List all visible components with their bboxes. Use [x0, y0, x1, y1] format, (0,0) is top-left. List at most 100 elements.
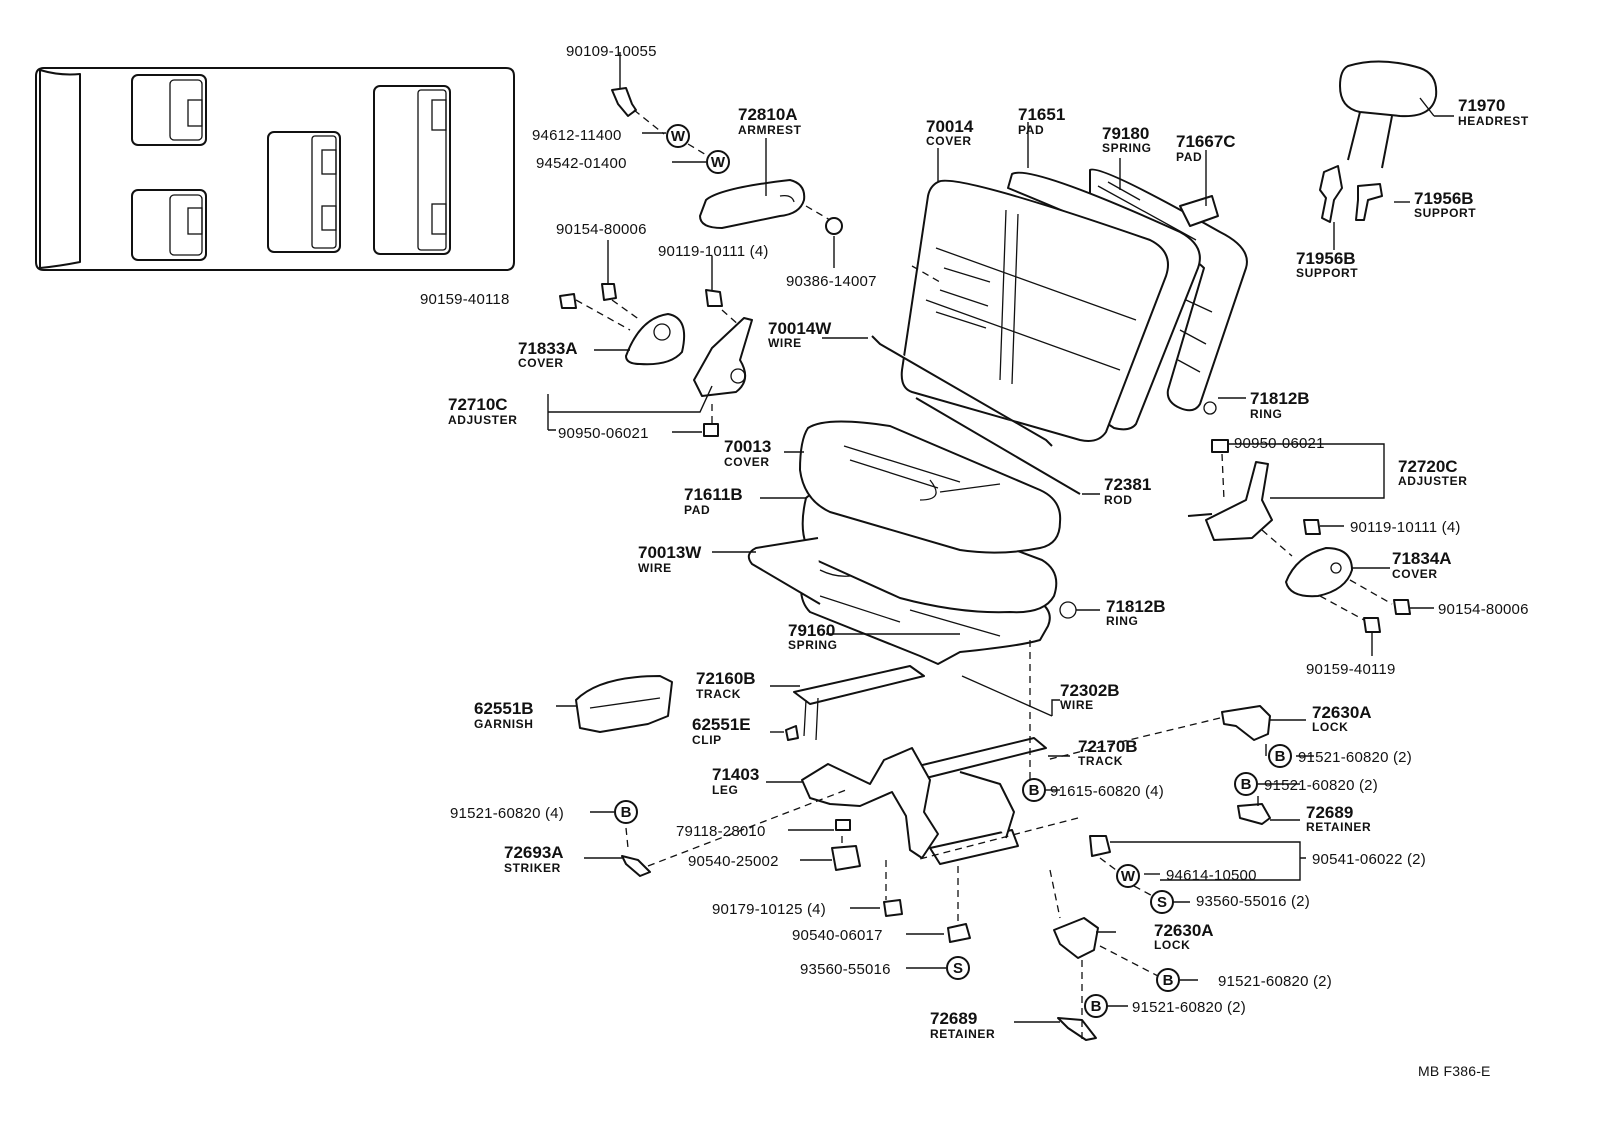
- label-72720C: 72720C: [1398, 457, 1458, 476]
- label-wire-70014W: WIRE: [768, 336, 802, 350]
- label-retainer-upper: RETAINER: [1306, 820, 1371, 834]
- front-seat-left: [131, 74, 207, 146]
- label-71834A: 71834A: [1392, 549, 1452, 568]
- label-71812B-lower: 71812B: [1106, 597, 1166, 616]
- label-90950-06021-left: 90950-06021: [558, 425, 649, 442]
- label-72693A: 72693A: [504, 843, 564, 862]
- label-striker: STRIKER: [504, 861, 561, 875]
- wire-70014W: [871, 335, 1053, 447]
- leg-71403: [801, 747, 1019, 865]
- lock-72630A-upper: [1221, 705, 1271, 741]
- label-62551B: 62551B: [474, 699, 534, 718]
- label-91521-60820-a: 91521-60820 (2): [1298, 749, 1412, 766]
- adjuster-72710C: [693, 317, 753, 397]
- label-72710C: 72710C: [448, 395, 508, 414]
- label-lock-lower: LOCK: [1154, 938, 1190, 952]
- label-70013W: 70013W: [638, 543, 702, 562]
- striker-72693A: [621, 855, 651, 877]
- label-90540-25002: 90540-25002: [688, 853, 779, 870]
- label-90109-10055: 90109-10055: [566, 43, 657, 60]
- screw-90154a: [601, 283, 617, 301]
- lock-72630A-lower: [1053, 917, 1099, 959]
- label-headrest: HEADREST: [1458, 114, 1529, 128]
- label-94614-10500: 94614-10500: [1166, 867, 1257, 884]
- label-leg: LEG: [712, 783, 738, 797]
- bolt-90109: [611, 87, 637, 117]
- label-rod-72381: ROD: [1104, 493, 1132, 507]
- label-71956B-right: 71956B: [1414, 189, 1474, 208]
- retainer-72689-upper: [1237, 803, 1271, 825]
- label-72689-upper: 72689: [1306, 803, 1353, 822]
- label-72630A-upper: 72630A: [1312, 703, 1372, 722]
- cap-90950b: [1211, 439, 1229, 453]
- track-72160B: [793, 665, 925, 741]
- seat-back-assembly: [900, 168, 1248, 442]
- cover-71833A: [625, 313, 686, 366]
- label-spring-79180: SPRING: [1102, 141, 1152, 155]
- bolt-symbol-91521a: B: [1268, 744, 1292, 768]
- label-garnish: GARNISH: [474, 717, 534, 731]
- svg-text:B: B: [1163, 972, 1174, 989]
- screw-90159a: [559, 293, 577, 309]
- rod-72381: [915, 397, 1081, 495]
- washer-symbol-94612: W: [666, 124, 690, 148]
- leader-lines: [547, 52, 1454, 1040]
- label-72810A: 72810A: [738, 105, 798, 124]
- headrest-support-right: [1355, 183, 1383, 221]
- label-90950-06021-right: 90950-06021: [1234, 435, 1325, 452]
- diagram-code: MB F386-E: [1418, 1063, 1491, 1079]
- label-71667C: 71667C: [1176, 132, 1236, 151]
- label-72381: 72381: [1104, 475, 1151, 494]
- screw-90154b: [1393, 599, 1411, 615]
- svg-text:S: S: [1157, 894, 1167, 911]
- label-cover-70014: COVER: [926, 134, 972, 148]
- label-91521-60820-b: 91521-60820 (2): [1264, 777, 1378, 794]
- wire-72302B: [961, 675, 1053, 717]
- label-93560-55016-left: 93560-55016: [800, 961, 891, 978]
- ring-71812B-upper: [1203, 401, 1217, 415]
- label-70014W: 70014W: [768, 319, 832, 338]
- bolt-symbol-91521c: B: [614, 800, 638, 824]
- label-71970: 71970: [1458, 96, 1505, 115]
- retainer-72689-lower: [1057, 1017, 1097, 1041]
- rear-seat: [373, 85, 451, 255]
- label-90386-14007: 90386-14007: [786, 273, 877, 290]
- wire-70013W: [747, 537, 821, 605]
- washer-symbol-94542: W: [706, 150, 730, 174]
- label-62551E: 62551E: [692, 715, 751, 734]
- headrest: [1339, 60, 1438, 169]
- label-71651: 71651: [1018, 105, 1065, 124]
- label-adjuster-72710C: ADJUSTER: [448, 413, 517, 427]
- label-90119-10111-left: 90119-10111 (4): [658, 243, 769, 260]
- label-retainer-lower: RETAINER: [930, 1027, 995, 1041]
- label-ring-upper: RING: [1250, 407, 1282, 421]
- screw-symbol-93560a: S: [1150, 890, 1174, 914]
- label-cover-70013: COVER: [724, 455, 770, 469]
- label-71611B: 71611B: [684, 485, 743, 504]
- nut-90179: [883, 899, 903, 917]
- svg-text:B: B: [621, 804, 632, 821]
- front-seat-right: [131, 189, 207, 261]
- label-armrest: ARMREST: [738, 123, 802, 137]
- label-72160B: 72160B: [696, 669, 756, 688]
- bolt-symbol-91521d: B: [1156, 968, 1180, 992]
- bushing-79118: [835, 819, 851, 831]
- ring-71812B-lower: [1059, 601, 1077, 619]
- screw-symbol-93560b: S: [946, 956, 970, 980]
- label-90154-80006-right: 90154-80006: [1438, 601, 1529, 618]
- label-72630A-lower: 72630A: [1154, 921, 1214, 940]
- label-93560-55016-right: 93560-55016 (2): [1196, 893, 1310, 910]
- label-94542-01400: 94542-01400: [536, 155, 627, 172]
- label-90154-80006-left: 90154-80006: [556, 221, 647, 238]
- bracket-90541: [1089, 835, 1111, 857]
- cover-71834A: [1285, 547, 1353, 598]
- label-support-left: SUPPORT: [1296, 266, 1358, 280]
- svg-text:S: S: [953, 960, 963, 977]
- svg-text:B: B: [1241, 776, 1252, 793]
- label-91521-60820-e: 91521-60820 (2): [1132, 999, 1246, 1016]
- label-90179-10125: 90179-10125 (4): [712, 901, 826, 918]
- svg-text:W: W: [1121, 868, 1136, 885]
- svg-text:B: B: [1275, 748, 1286, 765]
- clip-62551E: [785, 725, 799, 741]
- label-pad-71651: PAD: [1018, 123, 1044, 137]
